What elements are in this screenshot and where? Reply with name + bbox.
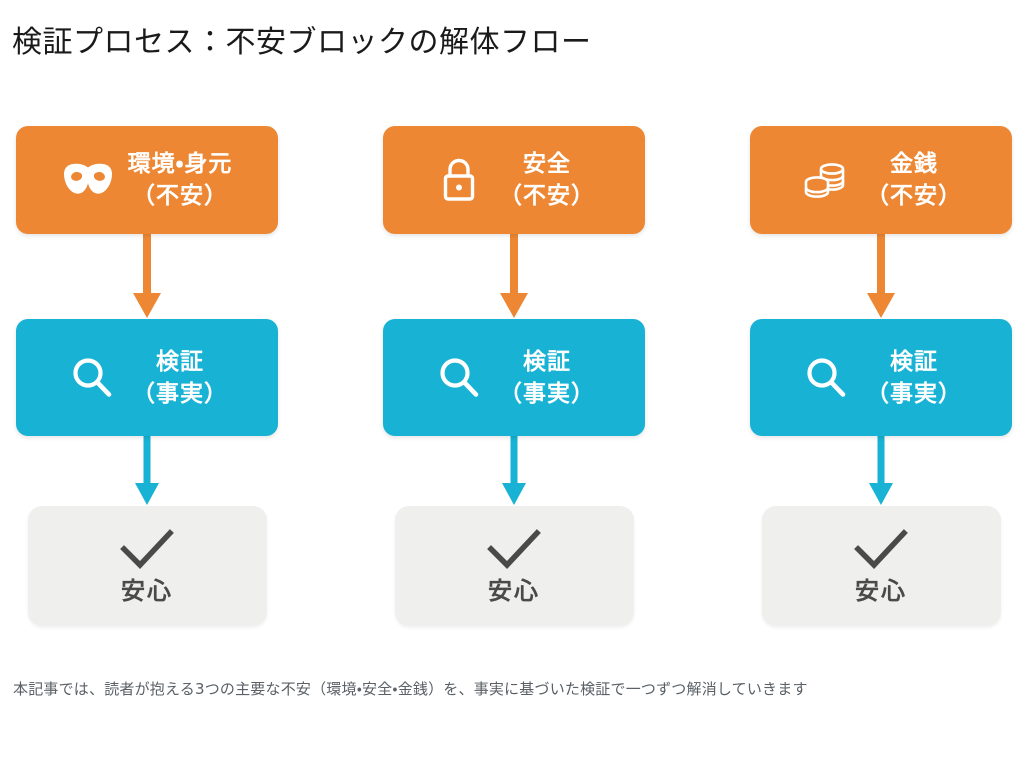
process-flow-diagram: 環境・身元 （不安） 検証 （事実） bbox=[0, 126, 1024, 646]
result-card-money: 安心 bbox=[761, 506, 1001, 626]
footer-caption: 本記事では、読者が抱える3つの主要な不安（環境・安全・金銭）を、事実に基づいた検… bbox=[13, 680, 808, 698]
magnifier-icon bbox=[66, 352, 118, 404]
verify-card-subtitle: （事実） bbox=[866, 380, 962, 407]
arrow-down-blue-icon bbox=[130, 434, 164, 506]
worry-card-title: 金銭 bbox=[890, 151, 938, 177]
verify-card-title: 検証 bbox=[156, 348, 204, 375]
result-card-safety: 安心 bbox=[394, 506, 634, 626]
check-icon bbox=[485, 526, 543, 572]
worry-card-safety: 安全 （不安） bbox=[383, 126, 645, 234]
worry-card-environment: 環境・身元 （不安） bbox=[16, 126, 278, 234]
result-card-environment: 安心 bbox=[27, 506, 267, 626]
verify-card-title: 検証 bbox=[890, 348, 938, 375]
flow-column-environment: 環境・身元 （不安） 検証 （事実） bbox=[16, 126, 278, 646]
verify-card-label: 検証 （事実） bbox=[132, 346, 228, 410]
worry-card-label: 安全 （不安） bbox=[499, 148, 595, 212]
verify-card-title: 検証 bbox=[523, 348, 571, 375]
flow-column-money: 金銭 （不安） 検証 （事実） bbox=[750, 126, 1012, 646]
worry-card-label: 環境・身元 （不安） bbox=[128, 148, 233, 212]
lock-icon bbox=[433, 154, 485, 206]
magnifier-icon bbox=[800, 352, 852, 404]
arrow-down-orange-icon bbox=[497, 232, 531, 319]
verify-card-subtitle: （事実） bbox=[132, 380, 228, 407]
check-icon bbox=[118, 526, 176, 572]
flow-column-safety: 安全 （不安） 検証 （事実） bbox=[383, 126, 645, 646]
worry-card-subtitle: （不安） bbox=[866, 183, 962, 209]
worry-card-title: 安全 bbox=[523, 151, 571, 177]
verify-card-money: 検証 （事実） bbox=[750, 319, 1012, 436]
verify-card-label: 検証 （事実） bbox=[866, 346, 962, 410]
worry-card-subtitle: （不安） bbox=[131, 183, 228, 209]
page-title: 検証プロセス：不安ブロックの解体フロー bbox=[12, 25, 592, 60]
mask-icon bbox=[62, 154, 114, 206]
coins-icon bbox=[800, 154, 852, 206]
verify-card-environment: 検証 （事実） bbox=[16, 319, 278, 436]
arrow-down-orange-icon bbox=[130, 232, 164, 319]
arrow-down-orange-icon bbox=[864, 232, 898, 319]
worry-card-title: 環境・身元 bbox=[127, 151, 233, 177]
verify-card-label: 検証 （事実） bbox=[499, 346, 595, 410]
worry-card-label: 金銭 （不安） bbox=[866, 148, 962, 212]
verify-card-subtitle: （事実） bbox=[499, 380, 595, 407]
magnifier-icon bbox=[433, 352, 485, 404]
worry-card-subtitle: （不安） bbox=[499, 183, 595, 209]
arrow-down-blue-icon bbox=[497, 434, 531, 506]
check-icon bbox=[852, 526, 910, 572]
result-card-label: 安心 bbox=[488, 577, 540, 605]
arrow-down-blue-icon bbox=[864, 434, 898, 506]
result-card-label: 安心 bbox=[855, 577, 907, 605]
verify-card-safety: 検証 （事実） bbox=[383, 319, 645, 436]
result-card-label: 安心 bbox=[121, 577, 173, 605]
worry-card-money: 金銭 （不安） bbox=[750, 126, 1012, 234]
